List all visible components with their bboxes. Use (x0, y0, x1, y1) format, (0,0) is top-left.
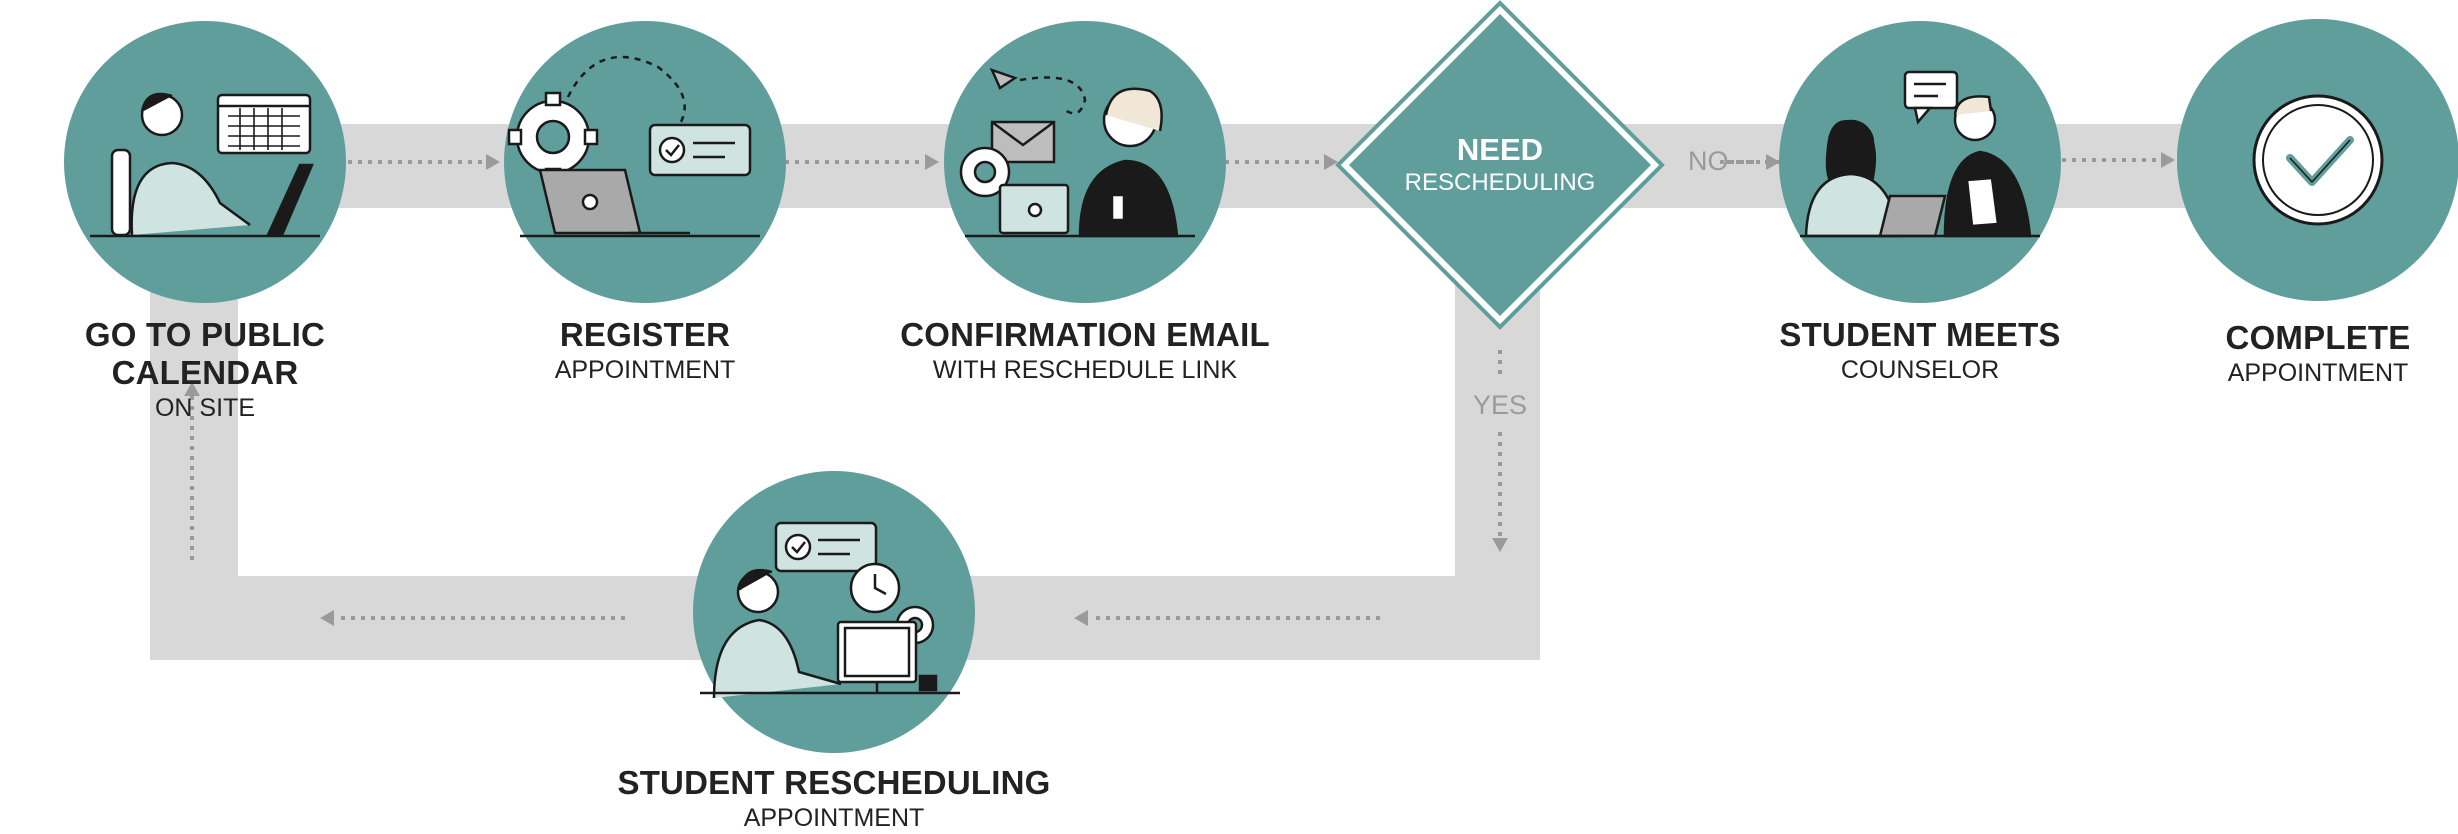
person-laptop-calendar-icon (90, 92, 320, 238)
decision-label: NEED RESCHEDULING (1340, 132, 1660, 198)
step-title: CONFIRMATION EMAIL (900, 316, 1270, 353)
step-label-student-rescheduling: STUDENT RESCHEDULING APPOINTMENT (604, 764, 1064, 834)
branch-yes-label: YES (1473, 390, 1528, 420)
step-subtitle: ON SITE (154, 394, 255, 422)
step-subtitle: APPOINTMENT (743, 804, 925, 832)
step-label-register: REGISTER APPOINTMENT (470, 316, 820, 386)
step-label-public-calendar: GO TO PUBLIC CALENDAR ON SITE (0, 316, 410, 424)
gear-laptop-checklist-icon (507, 55, 760, 238)
step-subtitle: APPOINTMENT (554, 356, 736, 384)
person-computer-clock-icon (700, 521, 960, 699)
decision-diamond (1335, 0, 1665, 330)
counselor-meeting-icon (1800, 70, 2040, 238)
step-label-complete: COMPLETE APPOINTMENT (2178, 319, 2458, 389)
arrow-heads (184, 152, 2175, 626)
step-title: GO TO PUBLIC CALENDAR (84, 316, 326, 391)
decision-subtitle: RESCHEDULING (1404, 169, 1596, 196)
step-title: COMPLETE (2225, 319, 2411, 356)
decision-title: NEED (1456, 132, 1544, 167)
step-subtitle: WITH RESCHEDULE LINK (932, 356, 1238, 384)
step-subtitle: APPOINTMENT (2227, 359, 2409, 387)
step-label-confirmation-email: CONFIRMATION EMAIL WITH RESCHEDULE LINK (885, 316, 1285, 386)
step-title: REGISTER (559, 316, 731, 353)
flow-arrows (190, 158, 2160, 620)
step-title: STUDENT MEETS (1779, 316, 2061, 353)
step-title: STUDENT RESCHEDULING (617, 764, 1051, 801)
branch-no-label: NO (1688, 146, 1729, 176)
checkmark-icon (2252, 94, 2384, 226)
step-subtitle: COUNSELOR (1840, 356, 2000, 384)
email-headset-person-icon (959, 67, 1195, 238)
step-label-student-meets: STUDENT MEETS COUNSELOR (1745, 316, 2095, 386)
